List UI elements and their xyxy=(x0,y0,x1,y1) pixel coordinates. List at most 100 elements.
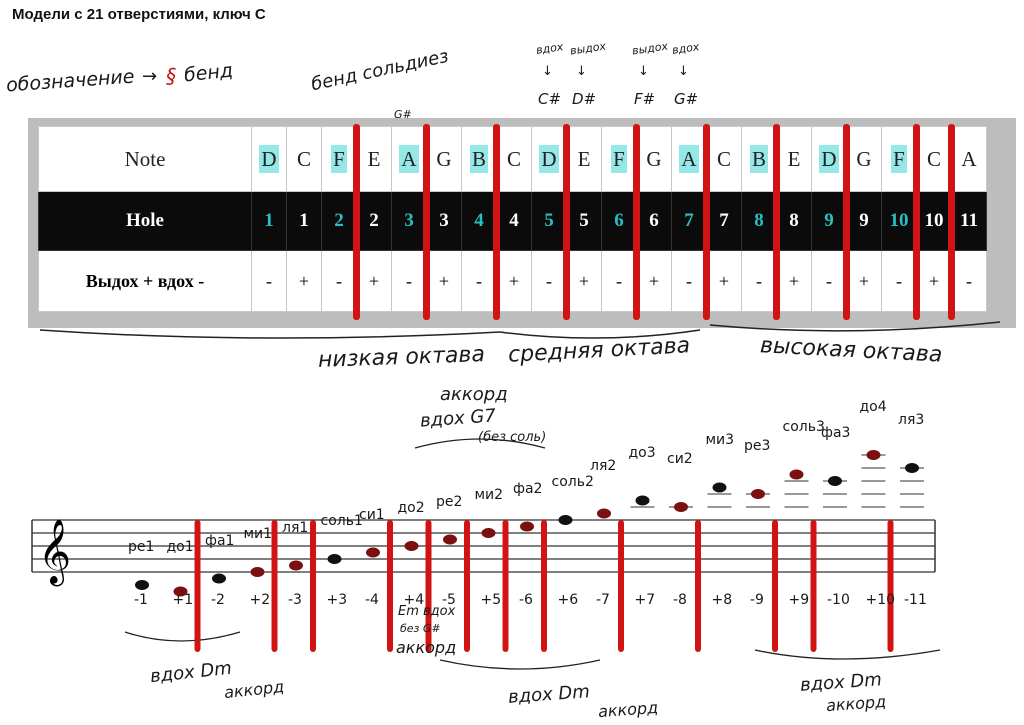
em-chord-sub: без G# xyxy=(400,622,441,635)
note-head xyxy=(751,489,765,499)
down-arrow-icon: ↓ xyxy=(638,64,649,79)
staff-hole-number: +6 xyxy=(557,592,579,608)
draw-label: вдох xyxy=(157,270,194,291)
direction-cell: - xyxy=(461,250,497,312)
bend-note-label: F# xyxy=(634,90,656,108)
hole-number-cell: 4 xyxy=(461,191,497,251)
hole-number-cell: 2 xyxy=(356,191,392,251)
em-chord-label2: аккорд xyxy=(396,638,457,657)
staff-bend-bar xyxy=(464,520,470,652)
bend-bar xyxy=(843,124,850,320)
note-head xyxy=(712,482,727,493)
staff-hole-number: +10 xyxy=(865,592,896,608)
staff-bend-bar xyxy=(618,520,624,652)
direction-cell: + xyxy=(706,250,742,312)
note-value: B xyxy=(749,144,768,173)
note-head xyxy=(289,560,303,571)
solfege-label: си1 xyxy=(359,506,385,523)
solfege-label: ре1 xyxy=(128,539,155,555)
direction-cell: + xyxy=(776,250,812,312)
note-head xyxy=(366,547,380,558)
note-value: E xyxy=(367,146,381,171)
bend-bar xyxy=(423,124,430,320)
note-value: C xyxy=(926,146,941,171)
solfege-label: до2 xyxy=(397,500,425,516)
staff-hole-number: -9 xyxy=(750,592,764,608)
note-head xyxy=(635,495,650,506)
note-value: C xyxy=(716,146,731,171)
solfege-label: фа3 xyxy=(821,425,851,441)
hole-number-cell: 4 xyxy=(496,191,532,251)
staff-bend-bar xyxy=(541,520,547,652)
note-head xyxy=(597,508,611,519)
note-value: B xyxy=(469,144,488,173)
chord-g7-line1: аккорд xyxy=(440,384,508,405)
note-value: F xyxy=(331,144,347,173)
staff-bend-bar xyxy=(810,520,817,652)
note-value: D xyxy=(539,144,559,173)
note-head xyxy=(327,554,342,564)
treble-clef-icon: 𝄞 xyxy=(38,519,71,586)
bend-note-label: C# xyxy=(538,90,562,108)
note-cell: A xyxy=(671,126,707,192)
solfege-label: до4 xyxy=(859,399,887,415)
hole-number-cell: 6 xyxy=(636,191,672,251)
staff-hole-number: -2 xyxy=(211,592,225,608)
staff-bend-marks xyxy=(194,520,894,652)
bend-bar xyxy=(948,124,955,320)
direction-cell: + xyxy=(846,250,882,312)
direction-cell: - xyxy=(531,250,567,312)
staff-hole-number: -4 xyxy=(365,592,379,608)
staff-hole-number: -5 xyxy=(442,592,456,608)
hole-number-cell: 11 xyxy=(951,191,987,251)
direction-cell: - xyxy=(321,250,357,312)
solfege-label: ля3 xyxy=(898,412,925,428)
solfege-label: фа2 xyxy=(513,480,543,497)
down-arrow-icon: ↓ xyxy=(678,64,689,79)
hole-number-cell: 8 xyxy=(776,191,812,251)
staff-bend-bar xyxy=(387,520,393,652)
solfege-label: соль3 xyxy=(782,418,825,435)
hole-number-cell: 6 xyxy=(601,191,637,251)
hole-number-cell: 5 xyxy=(531,191,567,251)
staff-bend-bar xyxy=(502,520,509,652)
page-title: Модели с 21 отверстиями, ключ С xyxy=(12,6,266,23)
staff-bend-bar xyxy=(887,520,894,652)
direction-cell: + xyxy=(426,250,462,312)
staff-hole-number: +4 xyxy=(403,592,425,608)
bend-bar xyxy=(353,124,360,320)
staff-hole-number: +1 xyxy=(172,592,194,608)
note-value: G xyxy=(436,146,452,171)
note-cell: D xyxy=(531,126,567,192)
chord-g7-line3: (без соль) xyxy=(478,430,547,445)
hole-number-cell: 10 xyxy=(881,191,917,251)
note-cell: B xyxy=(461,126,497,192)
direction-cell: - xyxy=(601,250,637,312)
note-cell: B xyxy=(741,126,777,192)
hole-number-cell: 8 xyxy=(741,191,777,251)
staff-bend-bar xyxy=(194,520,201,652)
direction-cell: + xyxy=(356,250,392,312)
note-value: F xyxy=(611,144,627,173)
solfege-label: ре3 xyxy=(744,438,771,454)
solfege-label: ля2 xyxy=(590,457,617,474)
staff-hole-number: +3 xyxy=(326,592,348,608)
note-head xyxy=(789,469,804,480)
blow-label: Выдох xyxy=(85,270,139,291)
solfege-label: ми1 xyxy=(243,526,273,542)
note-value: D xyxy=(819,144,839,173)
note-cell: C xyxy=(706,126,742,192)
plus-label: + xyxy=(143,270,154,291)
hole-number-cell: 9 xyxy=(811,191,847,251)
note-head xyxy=(905,463,919,473)
note-value: A xyxy=(399,144,419,173)
note-cell: A xyxy=(391,126,427,192)
note-head xyxy=(404,541,419,551)
bend-note-label: G# xyxy=(674,90,699,108)
music-staff: 𝄞 xyxy=(31,519,936,586)
note-value: C xyxy=(296,146,311,171)
note-head xyxy=(173,586,188,597)
bend-bar xyxy=(563,124,570,320)
